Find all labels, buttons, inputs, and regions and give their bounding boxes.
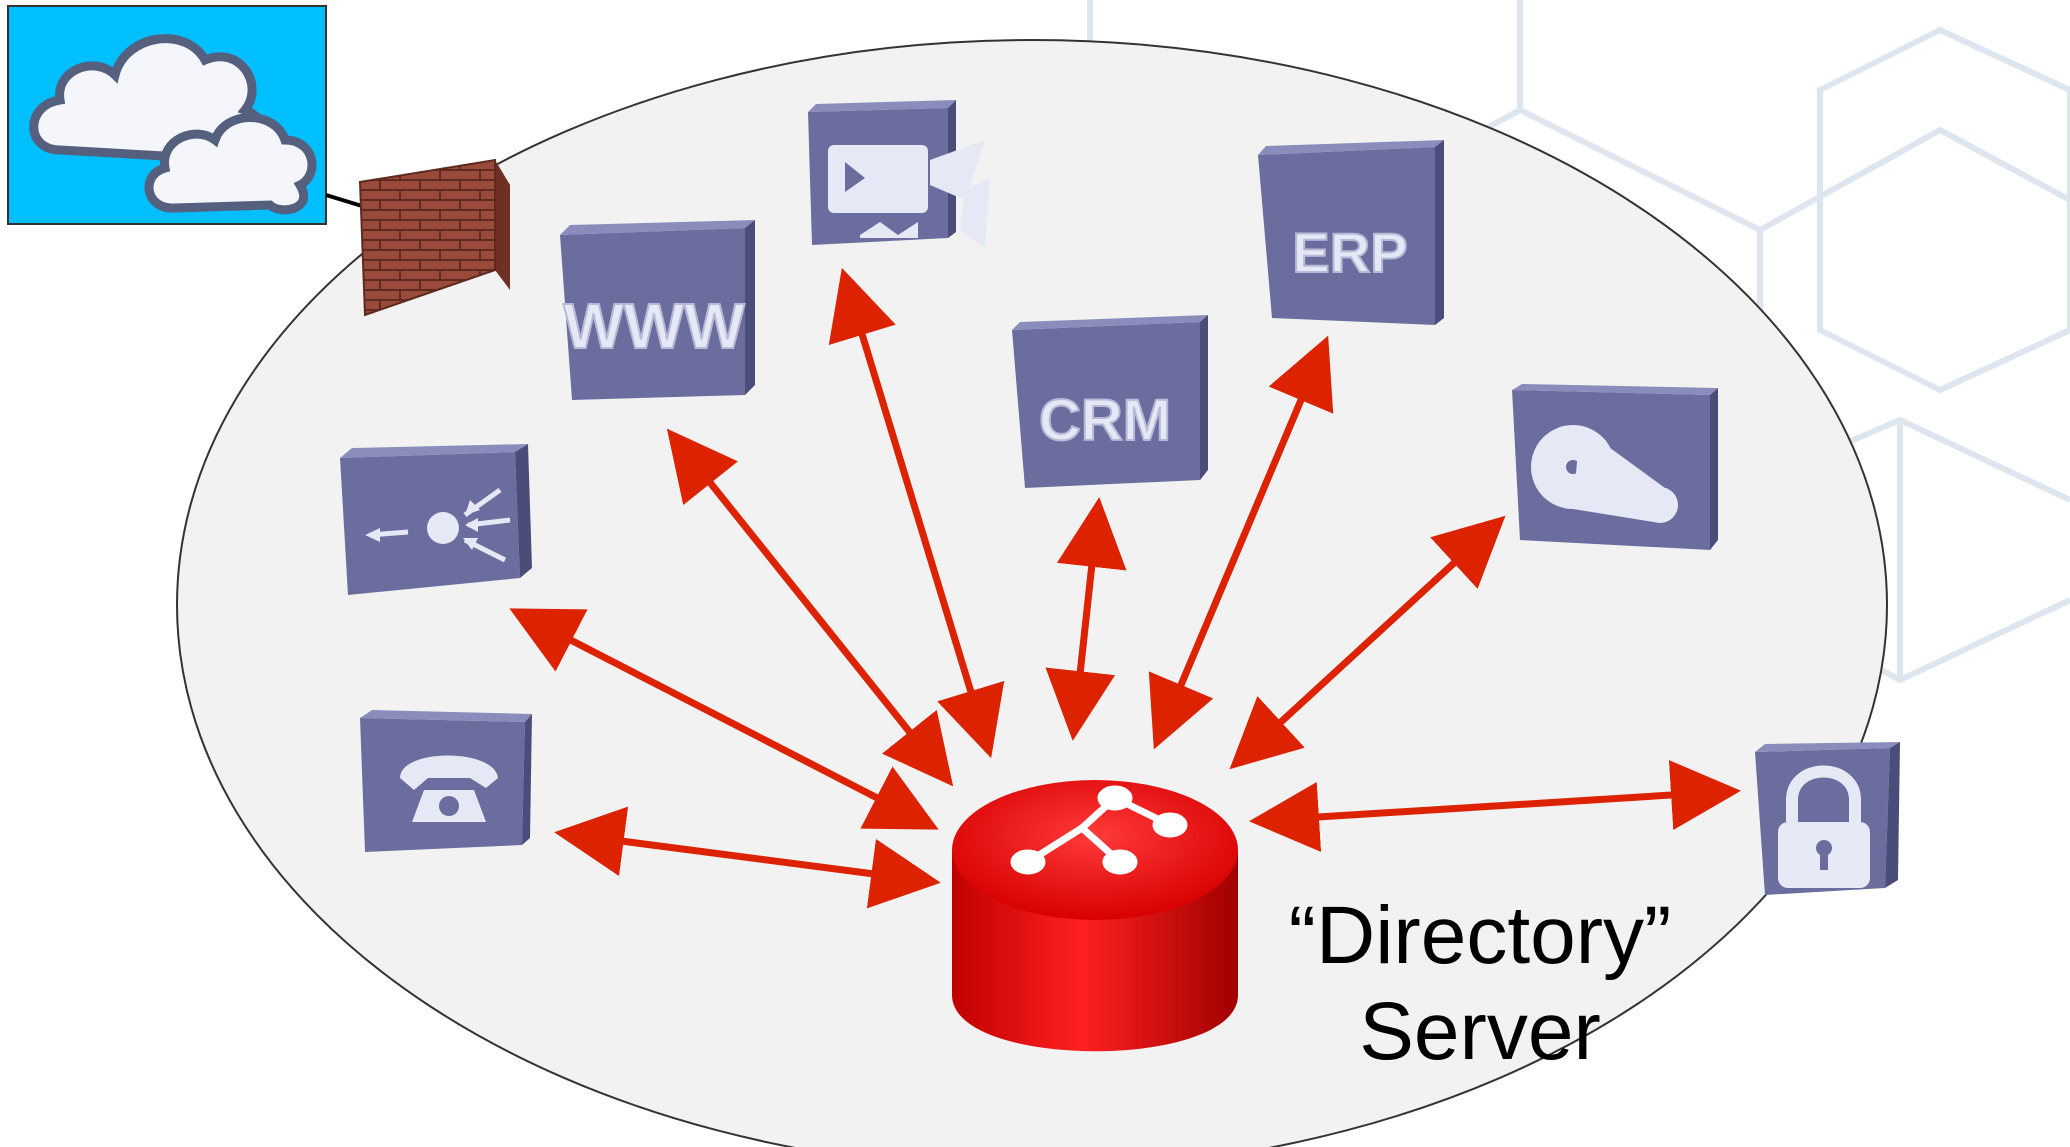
directory-server-label: “Directory” Server [1230,888,1730,1080]
app-erp: ERP [1258,140,1444,325]
app-network [340,444,532,595]
app-crm: CRM [1012,315,1208,488]
crm-icon: CRM [1039,388,1171,453]
server-label-line1: “Directory” [1288,890,1672,981]
connection-arrows [509,267,1741,909]
video-camera-icon [828,140,990,248]
directory-server [952,780,1238,1052]
brick-wall-icon [358,158,510,317]
directory-tree-icon [1010,785,1188,875]
arrow-network [509,608,939,830]
padlock-icon [1778,765,1870,888]
arrow-crm [1045,497,1127,741]
arrow-phone [554,806,941,909]
app-storage [1512,384,1718,550]
arrow-video [828,267,1005,759]
www-icon: WWW [563,290,745,362]
app-www: WWW [560,220,755,400]
app-security [1755,742,1900,895]
tape-drive-icon [1531,425,1678,523]
server-label-line2: Server [1359,986,1601,1077]
app-phone [360,710,532,852]
telephone-icon [400,755,498,822]
arrow-security [1249,760,1741,852]
cloud-icon [29,34,317,215]
internet-cloud-box [7,5,327,225]
app-video [808,100,990,248]
network-switch-icon [365,487,511,563]
arrow-storage [1229,515,1506,770]
erp-icon: ERP [1292,221,1407,284]
